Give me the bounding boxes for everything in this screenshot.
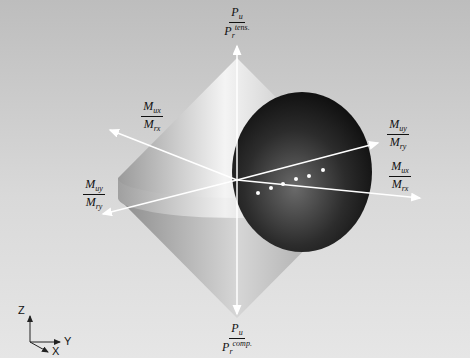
denominator: Mry — [84, 195, 105, 211]
subscript: rx — [154, 124, 161, 133]
symbol: P — [231, 321, 238, 335]
subscript: ux — [153, 106, 161, 115]
subscript: ry — [96, 202, 103, 211]
subscript: uy — [399, 124, 407, 133]
symbol: M — [392, 177, 402, 191]
numerator: Mux — [389, 160, 411, 177]
denominator: Mrx — [142, 117, 163, 133]
subscript: r — [229, 347, 232, 356]
axis-fraction: MuxMrx — [389, 160, 411, 194]
denominator: Mrx — [390, 177, 411, 193]
superscript: tens. — [235, 23, 250, 32]
numerator: Muy — [83, 178, 105, 195]
symbol: P — [222, 340, 229, 354]
symbol: M — [144, 117, 154, 131]
denominator: Prtens. — [222, 23, 251, 40]
denominator: Mry — [388, 135, 409, 151]
subscript: u — [239, 12, 243, 21]
subscript: ux — [401, 166, 409, 175]
subscript: uy — [95, 184, 103, 193]
subscript: r — [232, 31, 235, 40]
numerator: Pu — [229, 6, 244, 23]
denominator: Prcomp. — [220, 339, 254, 356]
subscript: rx — [402, 184, 409, 193]
symbol: M — [143, 99, 153, 113]
subscript: u — [239, 328, 243, 337]
symbol: P — [224, 24, 231, 38]
axis-fraction: MuxMrx — [141, 100, 163, 134]
axis-fraction: PuPrtens. — [222, 6, 251, 41]
axis-letter: Y — [64, 335, 71, 347]
symbol: M — [86, 195, 96, 209]
numerator: Mux — [141, 100, 163, 117]
symbol: M — [389, 117, 399, 131]
symbol: M — [85, 177, 95, 191]
symbol: M — [391, 159, 401, 173]
symbol: P — [231, 5, 238, 19]
axis-fraction: PuPrcomp. — [220, 322, 254, 357]
axis-fraction: MuyMry — [387, 118, 409, 152]
axis-letter: Z — [18, 304, 25, 316]
numerator: Muy — [387, 118, 409, 135]
axis-fraction: MuyMry — [83, 178, 105, 212]
superscript: comp. — [233, 339, 252, 348]
subscript: ry — [400, 142, 407, 151]
axis-letter: X — [52, 345, 59, 357]
symbol: M — [390, 135, 400, 149]
numerator: Pu — [229, 322, 244, 339]
